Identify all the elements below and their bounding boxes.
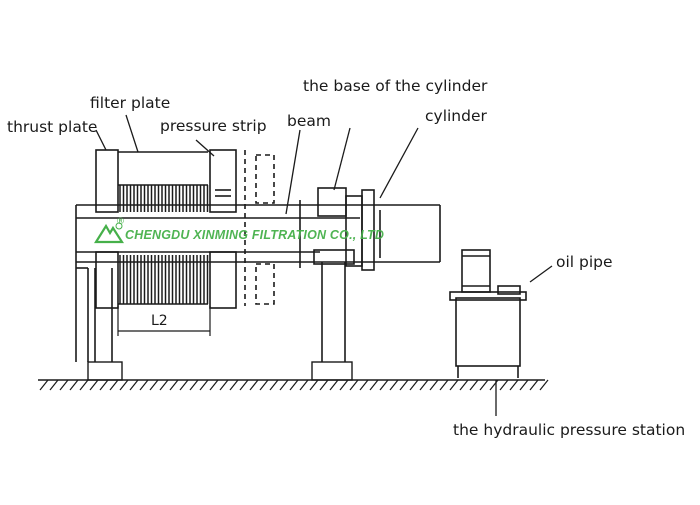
label-cylinder-base: the base of the cylinder — [303, 77, 488, 95]
ground-hatch — [399, 379, 409, 391]
ground-hatch — [519, 379, 529, 391]
beam — [76, 204, 441, 263]
ground-hatch — [459, 379, 469, 391]
ground-hatch — [419, 379, 429, 391]
cylinder-base — [311, 187, 355, 381]
leader-lines — [95, 114, 553, 416]
label-hydraulic-station: the hydraulic pressure station — [453, 421, 686, 439]
ground-hatch — [139, 379, 149, 391]
ground-hatch — [469, 379, 479, 391]
label-dimension-l2: L2 — [151, 313, 168, 329]
cylinder — [299, 189, 375, 271]
ground-hatch — [319, 379, 329, 391]
watermark-registered-mark: ® — [116, 217, 125, 227]
ground-hatch — [209, 379, 219, 391]
ground-hatch — [339, 379, 349, 391]
ground-hatch — [39, 379, 49, 391]
ground-hatch — [189, 379, 199, 391]
label-thrust-plate: thrust plate — [7, 118, 98, 136]
filter-plates-lower — [118, 255, 209, 305]
label-oil-pipe: oil pipe — [556, 253, 613, 271]
ground-hatch — [479, 379, 489, 391]
ground-hatch — [259, 379, 269, 391]
ground-hatch — [89, 379, 99, 391]
ground-hatch — [109, 379, 119, 391]
ground-hatch — [99, 379, 109, 391]
ground-hatch — [159, 379, 169, 391]
ground-hatch — [279, 379, 289, 391]
ground-hatch — [119, 379, 129, 391]
ground-hatch — [79, 379, 89, 391]
ground-hatch — [529, 379, 539, 391]
ground-hatch — [409, 379, 419, 391]
hydraulic-station — [449, 249, 527, 378]
ground-hatch — [429, 379, 439, 391]
ground-hatch — [499, 379, 509, 391]
ground-hatch — [49, 379, 59, 391]
label-filter-plate: filter plate — [90, 94, 171, 112]
ground-hatch — [229, 379, 239, 391]
dimension-l2 — [117, 306, 211, 336]
pressure-strip — [209, 149, 237, 309]
ground-hatch — [489, 379, 499, 391]
ground-hatch — [329, 379, 339, 391]
ground-hatch — [389, 379, 399, 391]
ground-hatch — [379, 379, 389, 391]
ground-hatch — [359, 379, 369, 391]
ground-hatch — [249, 379, 259, 391]
ground-hatch — [149, 379, 159, 391]
ground-hatch — [169, 379, 179, 391]
ground — [38, 379, 549, 391]
watermark-text: CHENGDU XINMING FILTRATION CO., LTD — [125, 228, 385, 242]
ground-hatch — [509, 379, 519, 391]
ground-hatch — [299, 379, 309, 391]
ground-hatch — [449, 379, 459, 391]
ground-hatch — [349, 379, 359, 391]
ground-hatch — [219, 379, 229, 391]
filter-plates-upper — [118, 151, 209, 212]
ground-hatch — [289, 379, 299, 391]
moving-plate-dashed — [244, 150, 275, 306]
left-frame — [75, 205, 123, 381]
ground-hatch — [269, 379, 279, 391]
label-beam: beam — [287, 112, 331, 130]
ground-hatch — [439, 379, 449, 391]
watermark-logo-icon — [94, 222, 124, 244]
ground-hatch — [199, 379, 209, 391]
ground-hatch — [539, 379, 549, 391]
ground-hatch — [69, 379, 79, 391]
ground-hatch — [369, 379, 379, 391]
ground-hatch — [309, 379, 319, 391]
ground-hatch — [59, 379, 69, 391]
label-cylinder: cylinder — [425, 107, 487, 125]
ground-hatch — [129, 379, 139, 391]
label-pressure-strip: pressure strip — [160, 117, 267, 135]
ground-hatch — [179, 379, 189, 391]
ground-hatch — [239, 379, 249, 391]
